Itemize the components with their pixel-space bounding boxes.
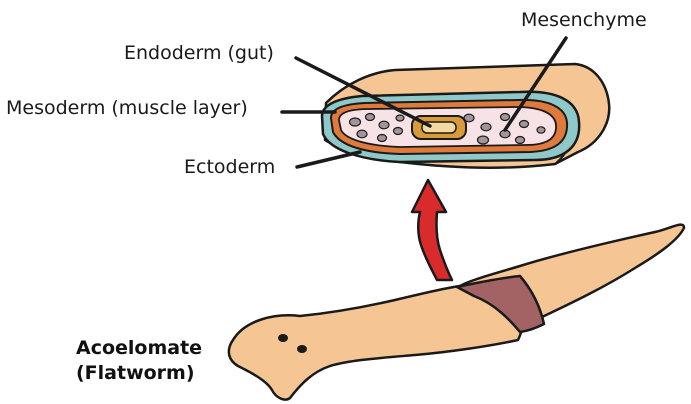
organism-title: Acoelomate (Flatworm): [76, 336, 202, 385]
worm-eyespot-right: [297, 345, 307, 353]
organism-name: Acoelomate: [76, 337, 203, 359]
worm-body: [227, 284, 524, 401]
arrow: [410, 178, 454, 282]
arrow-shaft: [410, 178, 454, 282]
worm-band: [455, 274, 546, 334]
flatworm: [227, 223, 686, 401]
endoderm-label: Endoderm (gut): [124, 42, 274, 64]
worm-eyespot-left: [278, 334, 288, 342]
ectoderm-label: Ectoderm: [184, 156, 276, 178]
ectoderm-leader: [295, 150, 362, 169]
organism-subtitle: (Flatworm): [76, 361, 195, 384]
mesenchyme-cells: [348, 112, 546, 145]
mesoderm-label: Mesoderm (muscle layer): [6, 97, 248, 119]
mesenchyme-leader: [503, 36, 568, 132]
leader-lines: [280, 36, 568, 169]
mesenchyme-label: Mesenchyme: [521, 9, 647, 31]
cross-section: [320, 62, 611, 169]
endoderm-leader: [294, 56, 432, 128]
